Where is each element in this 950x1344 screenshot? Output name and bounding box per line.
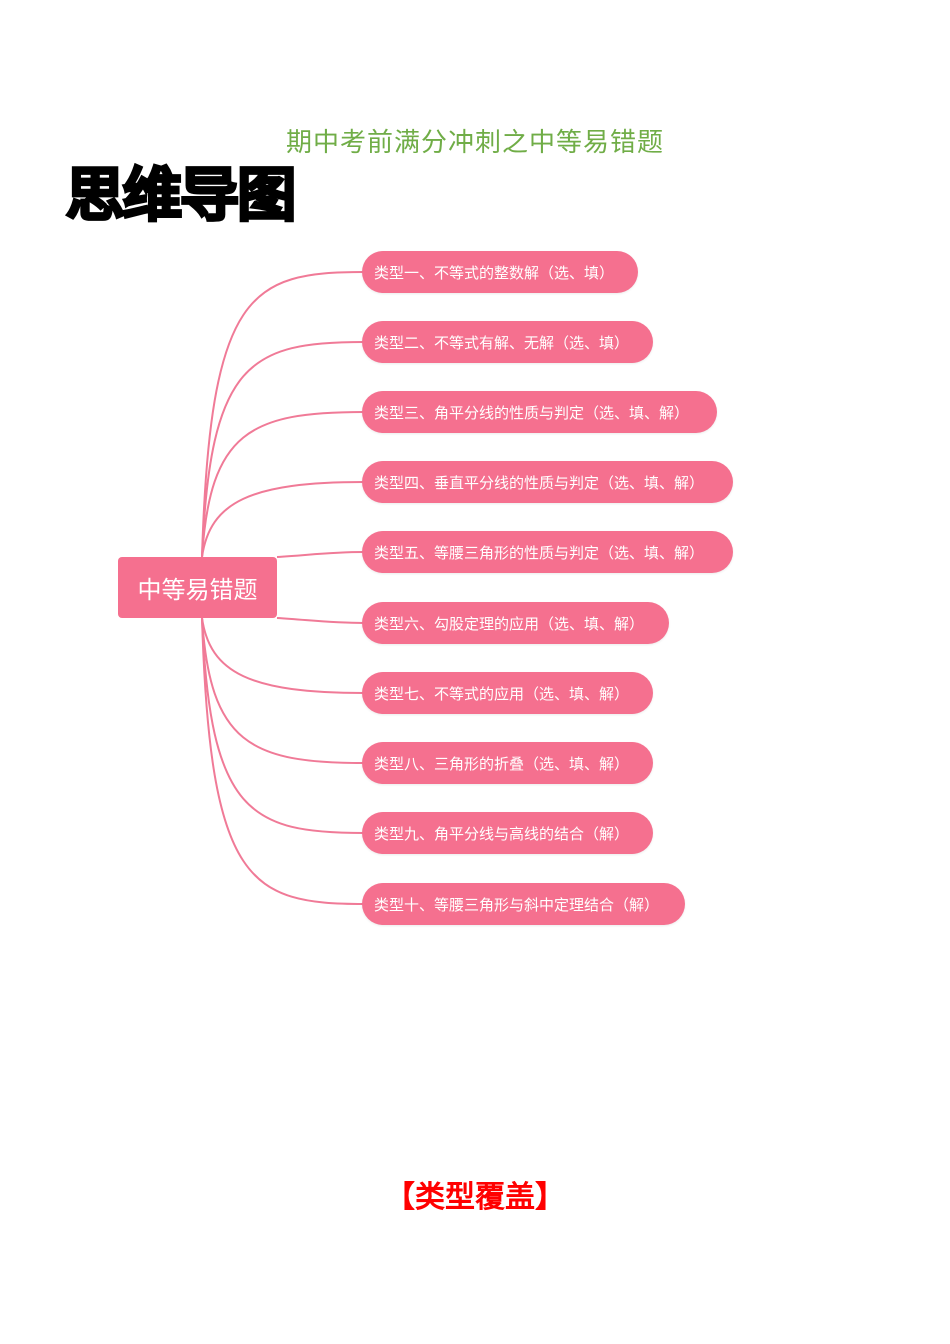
link-line [201, 481, 365, 558]
branch-label: 类型五、等腰三角形的性质与判定（选、填、解） [374, 543, 705, 562]
branch-label: 类型八、三角形的折叠（选、填、解） [374, 754, 630, 773]
branch-label: 类型九、角平分线与高线的结合（解） [374, 824, 630, 843]
branch-node-2[interactable]: 类型二、不等式有解、无解（选、填） [362, 321, 653, 363]
branch-label: 类型四、垂直平分线的性质与判定（选、填、解） [374, 473, 705, 492]
link-line [276, 551, 365, 558]
section-heading-mindmap: 思维导图 [64, 160, 298, 231]
link-line [201, 271, 365, 558]
branch-node-4[interactable]: 类型四、垂直平分线的性质与判定（选、填、解） [362, 461, 733, 503]
branch-label: 类型三、角平分线的性质与判定（选、填、解） [374, 403, 690, 422]
branch-node-8[interactable]: 类型八、三角形的折叠（选、填、解） [362, 742, 653, 784]
branch-label: 类型一、不等式的整数解（选、填） [374, 263, 615, 282]
branch-node-3[interactable]: 类型三、角平分线的性质与判定（选、填、解） [362, 391, 717, 433]
link-line [201, 617, 365, 764]
mindmap-root-node[interactable]: 中等易错题 [118, 557, 277, 618]
link-line [201, 617, 365, 905]
branch-node-5[interactable]: 类型五、等腰三角形的性质与判定（选、填、解） [362, 531, 733, 573]
root-node-label: 中等易错题 [137, 576, 258, 604]
branch-label: 类型六、勾股定理的应用（选、填、解） [374, 614, 645, 633]
branch-label: 类型七、不等式的应用（选、填、解） [374, 684, 630, 703]
branch-node-10[interactable]: 类型十、等腰三角形与斜中定理结合（解） [362, 883, 685, 925]
link-line [201, 411, 365, 558]
link-line [276, 617, 365, 624]
branch-label: 类型二、不等式有解、无解（选、填） [374, 333, 630, 352]
link-line [201, 617, 365, 694]
branch-node-7[interactable]: 类型七、不等式的应用（选、填、解） [362, 672, 653, 714]
branch-node-9[interactable]: 类型九、角平分线与高线的结合（解） [362, 812, 653, 854]
footer-heading-type-coverage: 【类型覆盖】 [385, 1180, 565, 1215]
branch-node-1[interactable]: 类型一、不等式的整数解（选、填） [362, 251, 638, 293]
branch-node-6[interactable]: 类型六、勾股定理的应用（选、填、解） [362, 602, 669, 644]
link-line [201, 341, 365, 558]
link-line [201, 617, 365, 834]
document-title: 期中考前满分冲刺之中等易错题 [285, 128, 664, 158]
branch-label: 类型十、等腰三角形与斜中定理结合（解） [374, 895, 660, 914]
